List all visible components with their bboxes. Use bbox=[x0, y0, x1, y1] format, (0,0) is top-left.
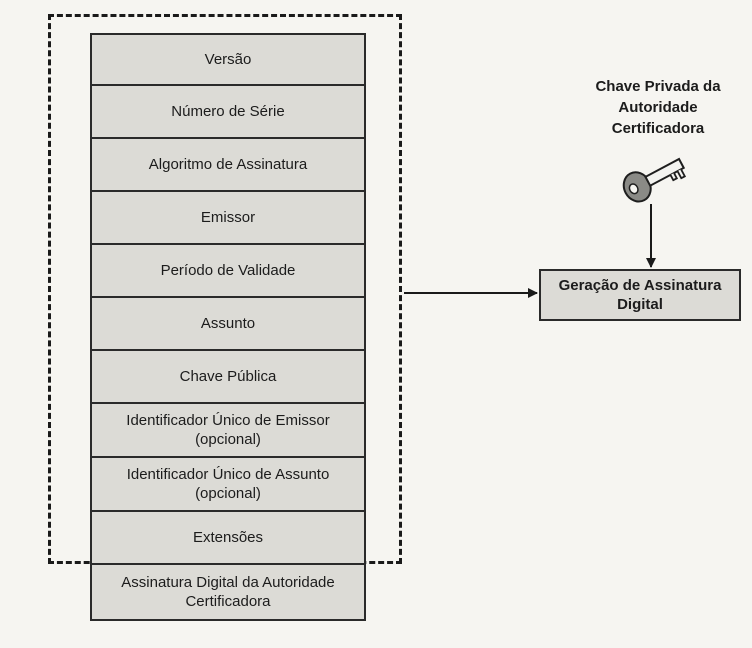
field-chave-publica: Chave Pública bbox=[90, 351, 366, 404]
field-identificador-unico-assunto: Identificador Único de Assunto (opcional… bbox=[90, 458, 366, 512]
field-emissor: Emissor bbox=[90, 192, 366, 245]
field-extensoes: Extensões bbox=[90, 512, 366, 565]
key-icon bbox=[622, 157, 687, 203]
field-identificador-unico-emissor: Identificador Único de Emissor (opcional… bbox=[90, 404, 366, 458]
field-assunto: Assunto bbox=[90, 298, 366, 351]
signature-generation-box: Geração de Assinatura Digital bbox=[539, 269, 741, 321]
field-assinatura-digital: Assinatura Digital da Autoridade Certifi… bbox=[90, 565, 366, 621]
field-versao: Versão bbox=[90, 33, 366, 86]
field-algoritmo-de-assinatura: Algoritmo de Assinatura bbox=[90, 139, 366, 192]
field-periodo-de-validade: Período de Validade bbox=[90, 245, 366, 298]
field-numero-de-serie: Número de Série bbox=[90, 86, 366, 139]
certificate-fields: Versão Número de Série Algoritmo de Assi… bbox=[90, 33, 366, 621]
private-key-label: Chave Privada da Autoridade Certificador… bbox=[595, 78, 721, 137]
